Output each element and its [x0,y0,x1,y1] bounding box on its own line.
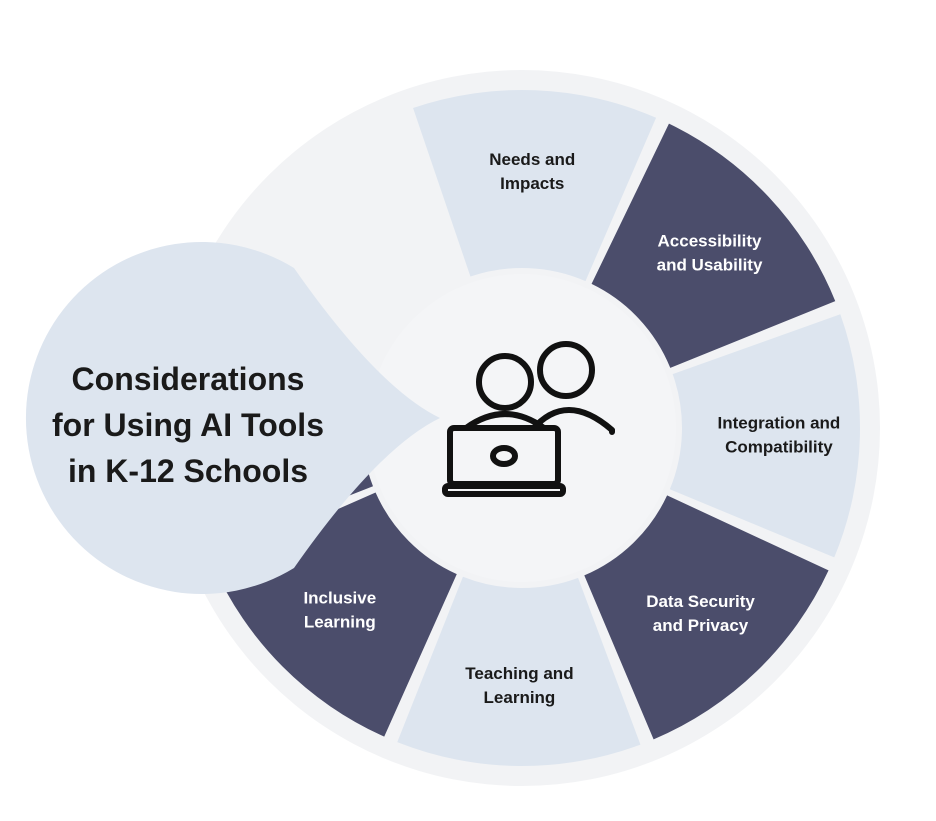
callout-shape [25,241,441,594]
person-back-shoulders [529,407,615,435]
segment-shape [591,123,836,368]
segment-label-line: Needs and [489,150,575,169]
segment: Data Security and Privacy [584,495,829,740]
segment-label-line: Learning [484,688,556,707]
segment-label-line: and Privacy [653,616,749,635]
segment: Accessibility and Usability [591,123,836,368]
segment-label: Accessibility and Usability [657,231,763,274]
segment-label-line: Integration and [718,413,841,432]
segment-shape [584,495,829,740]
person-back-head [537,341,595,399]
laptop-screen [447,425,561,487]
laptop-base [442,483,566,497]
diagram-title-line: for Using AI Tools [52,407,324,443]
segment-label-line: and Usability [657,255,763,274]
segment-label-line: Teaching and [465,664,573,683]
diagram-title-line: in K-12 Schools [68,453,308,489]
segment-label: Data Security and Privacy [646,592,755,635]
segment-label-line: Learning [304,612,376,631]
person-front-head [476,353,534,411]
title-callout: Considerations for Using AI Tools in K-12 … [25,241,441,594]
users-with-laptop-icon [442,341,615,497]
segment-label-line: Compatibility [725,437,833,456]
diagram-title: Considerations for Using AI Tools in K-12 … [52,361,324,489]
segment-label-line: Impacts [500,174,564,193]
segment-label-line: Inclusive [303,588,376,607]
segment-shape [669,314,860,558]
segment-label-line: Data Security [646,592,755,611]
laptop-camera [490,445,518,467]
segment-label-line: Accessibility [658,231,762,250]
diagram-title-line: Considerations [72,361,305,397]
segment-shape [413,90,657,282]
segment-shape [397,576,641,766]
person-front-shoulders [463,411,547,431]
